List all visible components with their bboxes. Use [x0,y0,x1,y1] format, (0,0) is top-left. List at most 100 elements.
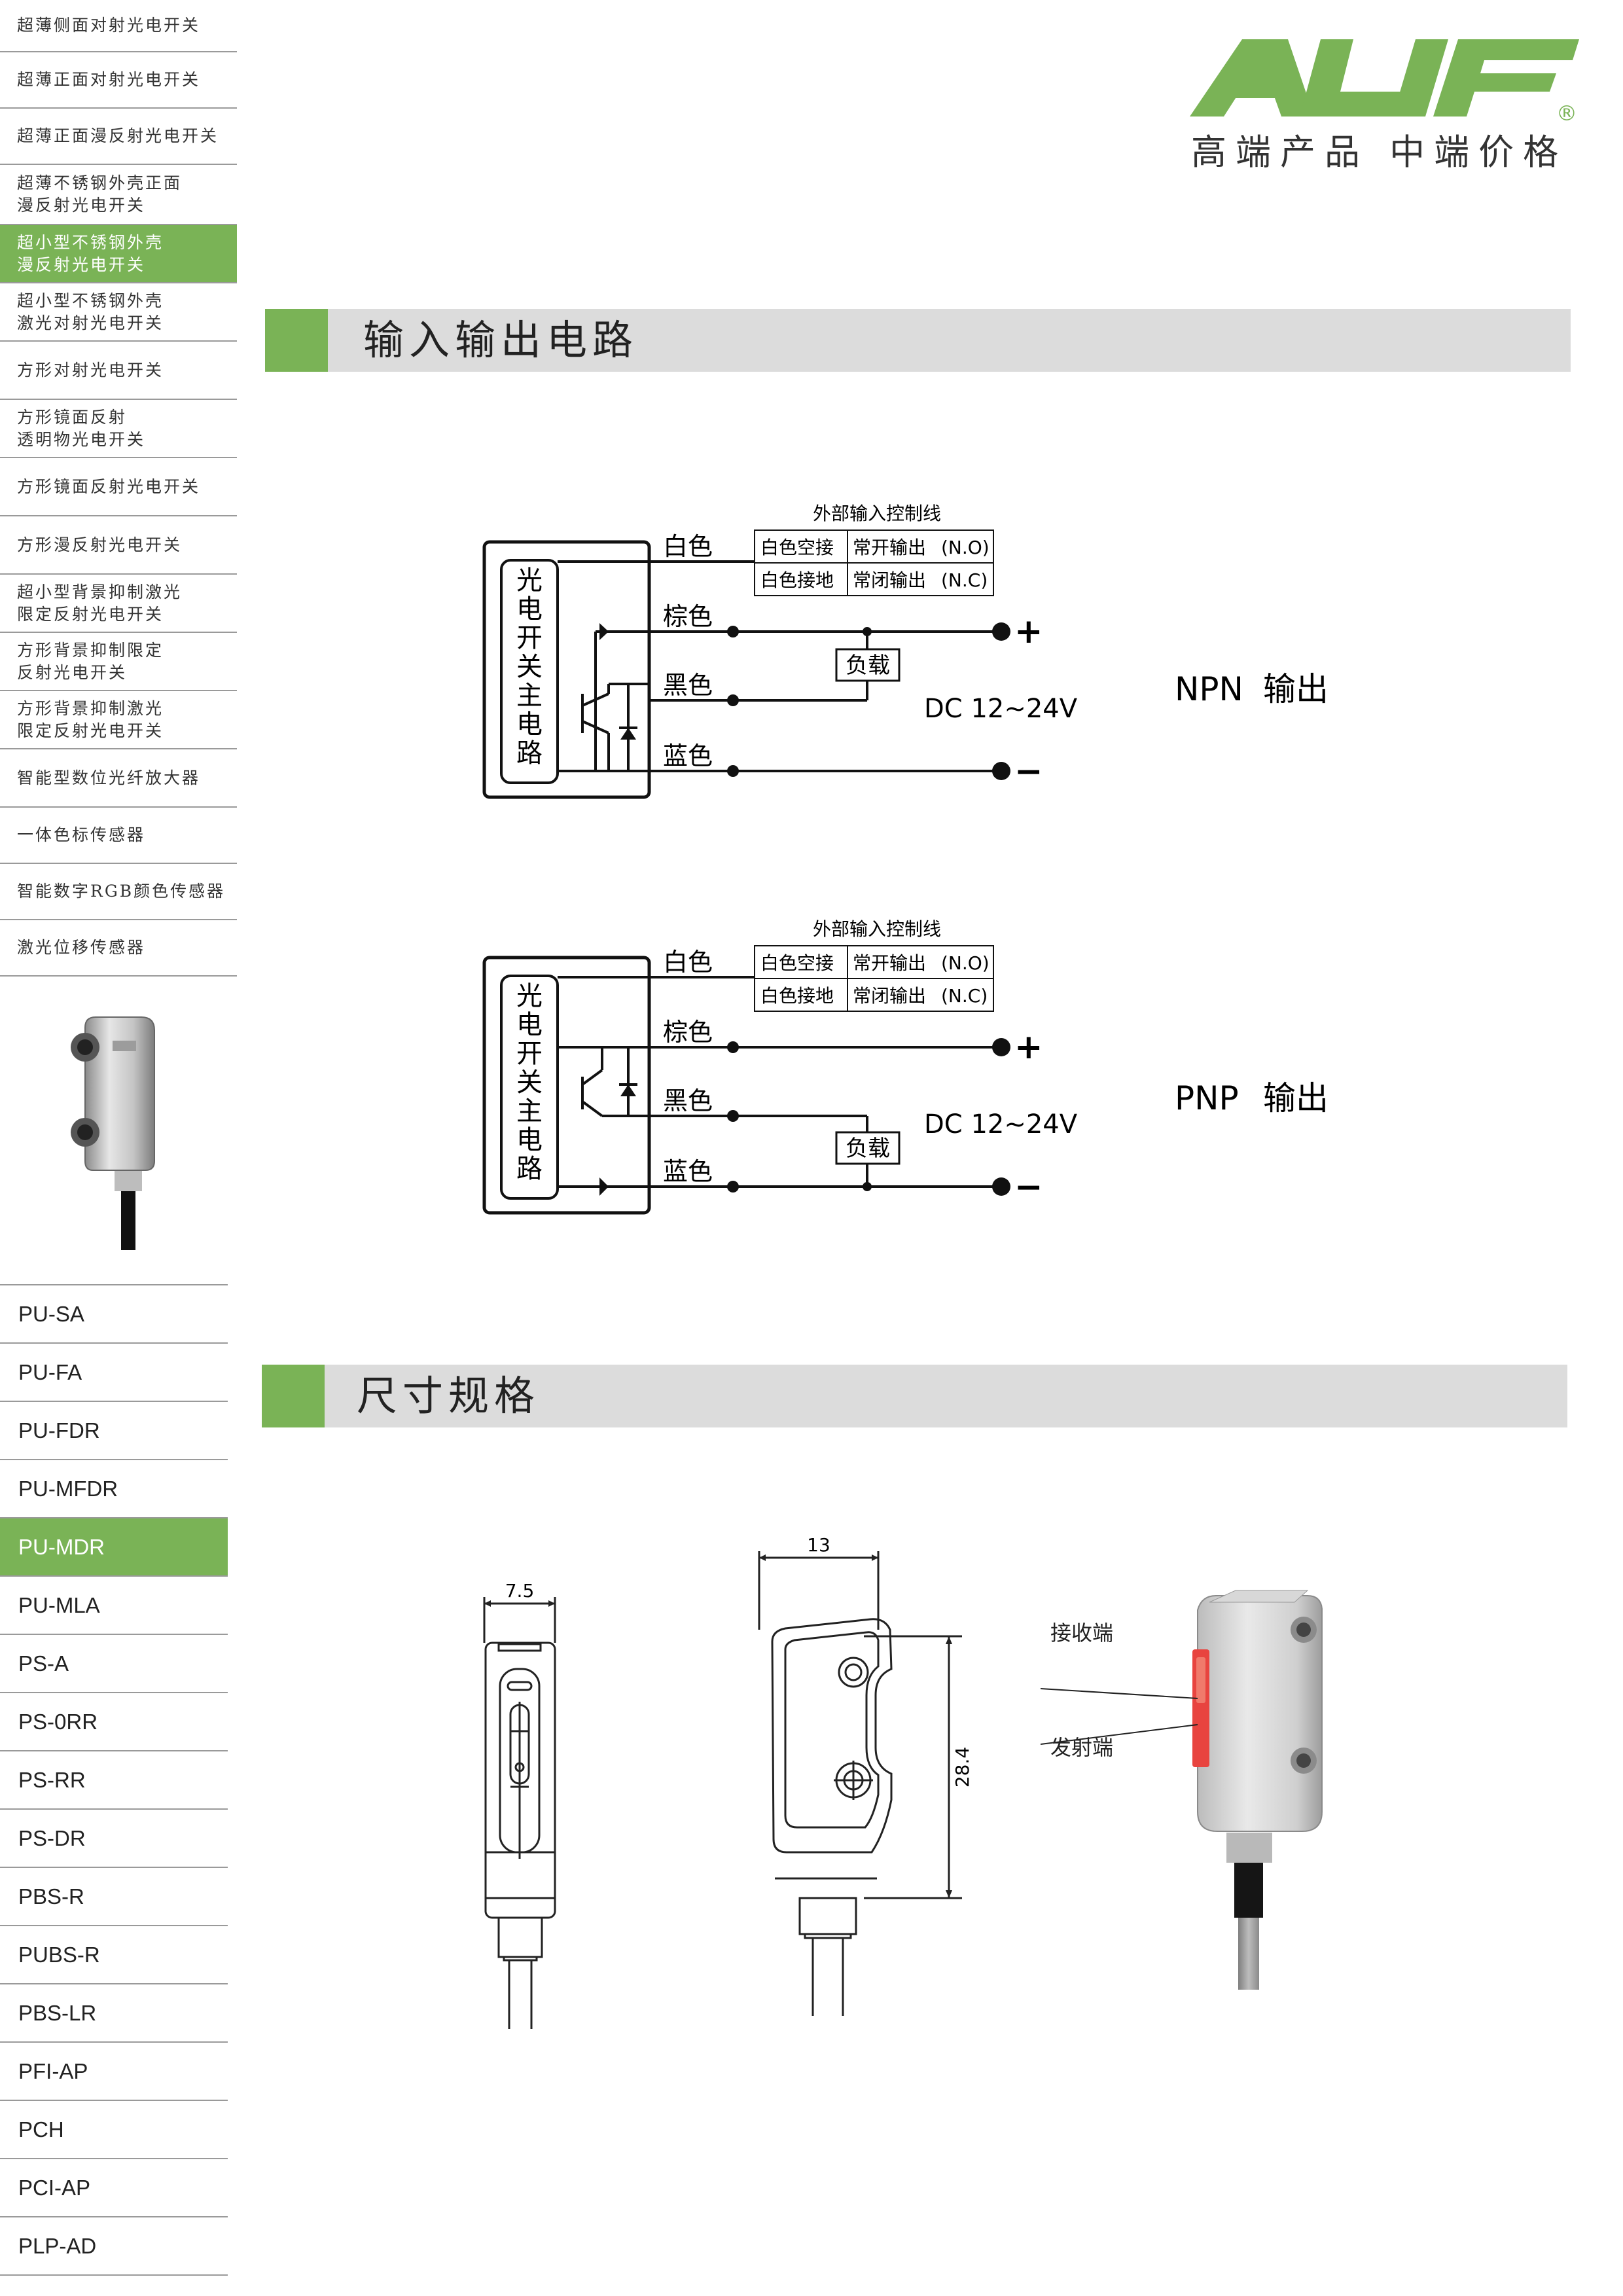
section-bar-io: 输入输出电路 [265,309,1571,372]
section-accent [265,309,328,372]
main-circuit-char: 路 [516,1154,543,1184]
category-item[interactable]: 超小型背景抑制激光限定反射光电开关 [0,575,237,633]
category-label: 激光位移传感器 [17,938,146,957]
section-title-dimensions: 尺寸规格 [357,1372,541,1420]
main-circuit-inner [500,975,559,1200]
model-item[interactable]: PU-FDR [0,1402,228,1460]
category-label: 方形镜面反射光电开关 [17,476,201,496]
category-item[interactable]: 方形镜面反射光电开关 [0,458,237,516]
model-item[interactable]: PBS-R [0,1868,228,1926]
wire-label-brown: 棕色 [663,1018,713,1047]
category-item[interactable]: 方形背景抑制限定反射光电开关 [0,633,237,691]
category-label: 限定反射光电开关 [17,604,164,624]
wire-label-white: 白色 [663,532,713,561]
category-item[interactable]: 一体色标传感器 [0,808,237,864]
category-item[interactable]: 方形背景抑制激光限定反射光电开关 [0,691,237,749]
main-circuit-box [482,956,651,1215]
model-item[interactable]: PS-0RR [0,1693,228,1751]
model-item[interactable]: PU-MFDR [0,1460,228,1518]
registered-mark: ® [1556,101,1577,124]
model-item[interactable]: PU-MLA [0,1577,228,1635]
category-item[interactable]: 超薄正面对射光电开关 [0,52,237,109]
npn-suffix: 输出 [1263,670,1329,708]
category-label: 智能型数位光纤放大器 [17,768,201,787]
model-item[interactable]: PLP-AD [0,2217,228,2276]
control-row0-output: 常开输出 [853,952,926,974]
control-row1-code: (N.C) [941,569,988,591]
main-circuit-char: 电 [516,1010,543,1040]
main-circuit-char: 光 [516,981,543,1011]
category-label: 超薄侧面对射光电开关 [17,16,201,35]
model-item[interactable]: PS-A [0,1635,228,1693]
main-circuit-char: 路 [516,738,543,768]
model-item[interactable]: PCI-AP [0,2159,228,2217]
main-circuit-char: 主 [516,1096,543,1126]
load-box [835,648,901,682]
category-item[interactable]: 方形对射光电开关 [0,342,237,400]
control-row1-output: 常闭输出 [853,985,926,1007]
front-width-label: 7.5 [505,1580,535,1602]
pnp-suffix: 输出 [1263,1079,1329,1117]
plus-terminal: + [1014,1028,1043,1067]
model-item[interactable]: PBS-LR [0,1984,228,2043]
wire-label-blue: 蓝色 [663,1157,713,1186]
category-item[interactable]: 超小型不锈钢外壳激光对射光电开关 [0,283,237,342]
section-title-io: 输入输出电路 [363,316,639,364]
category-item[interactable]: 智能数字RGB颜色传感器 [0,864,237,920]
category-item[interactable]: 智能型数位光纤放大器 [0,749,237,808]
load-label: 负载 [846,1136,890,1162]
category-label: 方形漫反射光电开关 [17,535,183,554]
model-item[interactable]: PCH [0,2101,228,2159]
model-item[interactable]: PS-RR [0,1751,228,1810]
minus-terminal: − [1014,1168,1043,1207]
category-label: 激光对射光电开关 [17,313,164,332]
model-item[interactable]: PU-MDR [0,1518,228,1577]
category-item[interactable]: 方形镜面反射透明物光电开关 [0,400,237,458]
category-label: 透明物光电开关 [17,429,146,449]
category-label: 漫反射光电开关 [17,196,146,215]
side-height-label: 28.4 [952,1747,973,1787]
front-view-drawing: 7.5 [483,1580,556,2029]
category-item[interactable]: 超小型不锈钢外壳漫反射光电开关 [0,225,237,283]
side-width-label: 13 [807,1534,830,1556]
emitter-label: 发射端 [1050,1735,1114,1760]
main-circuit-char: 开 [516,623,543,653]
model-item[interactable]: PUBS-R [0,1926,228,1984]
control-row0-code: (N.O) [941,952,990,974]
model-item[interactable]: PU-SA [0,1285,228,1344]
control-row1-code: (N.C) [941,985,988,1007]
load-box [835,1131,901,1165]
category-item[interactable]: 超薄不锈钢外壳正面漫反射光电开关 [0,165,237,225]
category-label: 限定反射光电开关 [17,721,164,740]
category-item[interactable]: 超薄正面漫反射光电开关 [0,109,237,165]
category-sidebar: 超薄侧面对射光电开关超薄正面对射光电开关超薄正面漫反射光电开关超薄不锈钢外壳正面… [0,0,237,977]
wire-label-blue: 蓝色 [663,742,713,770]
category-item[interactable]: 超薄侧面对射光电开关 [0,0,237,52]
model-item[interactable]: PS-DR [0,1810,228,1868]
main-circuit-char: 主 [516,681,543,711]
product-thumbnail [71,1016,155,1250]
category-label: 超薄不锈钢外壳正面 [17,173,183,192]
category-label: 方形背景抑制激光 [17,698,164,718]
side-view-drawing: 13 28.4 [758,1534,973,2016]
category-label: 方形镜面反射 [17,407,128,427]
main-circuit-char: 开 [516,1039,543,1069]
category-label: 超小型不锈钢外壳 [17,291,164,310]
category-label: 方形背景抑制限定 [17,640,164,660]
model-item[interactable]: PU-FA [0,1344,228,1402]
model-item[interactable]: PFI-AP [0,2043,228,2101]
wire-label-white: 白色 [663,948,713,977]
brand-logo: ® [1190,39,1582,177]
main-circuit-char: 电 [516,709,543,740]
category-item[interactable]: 激光位移传感器 [0,920,237,977]
dc-voltage: DC 12~24V [924,1109,1078,1139]
section-bar-dimensions: 尺寸规格 [262,1365,1567,1427]
control-row0-output: 常开输出 [853,537,926,558]
category-item[interactable]: 方形漫反射光电开关 [0,516,237,575]
category-label: 超薄正面对射光电开关 [17,70,201,89]
control-row0-condition: 白色空接 [760,537,834,558]
plus-terminal: + [1014,612,1043,651]
